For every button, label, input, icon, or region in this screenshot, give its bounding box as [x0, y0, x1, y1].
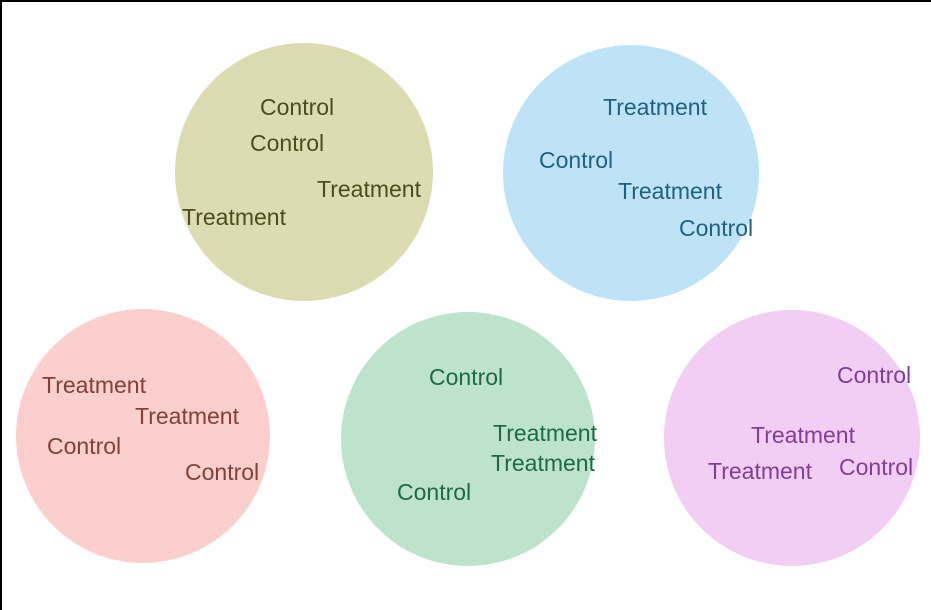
unit-label: Control — [185, 459, 260, 485]
unit-label: Treatment — [751, 422, 855, 448]
unit-label: Treatment — [493, 420, 597, 446]
unit-label: Control — [539, 147, 614, 173]
unit-label: Treatment — [603, 94, 707, 120]
unit-label: Treatment — [182, 204, 286, 230]
unit-label: Control — [839, 454, 914, 480]
unit-label: Treatment — [618, 178, 722, 204]
unit-label: Control — [260, 94, 335, 120]
unit-label: Control — [397, 479, 472, 505]
unit-label: Control — [250, 130, 325, 156]
unit-label: Control — [47, 433, 122, 459]
unit-label: Treatment — [317, 176, 421, 202]
unit-label: Treatment — [491, 450, 595, 476]
unit-label: Control — [837, 362, 912, 388]
unit-label: Treatment — [708, 458, 812, 484]
unit-label: Control — [679, 215, 754, 241]
unit-label: Control — [429, 364, 504, 390]
unit-label: Treatment — [135, 403, 239, 429]
unit-label: Treatment — [42, 372, 146, 398]
